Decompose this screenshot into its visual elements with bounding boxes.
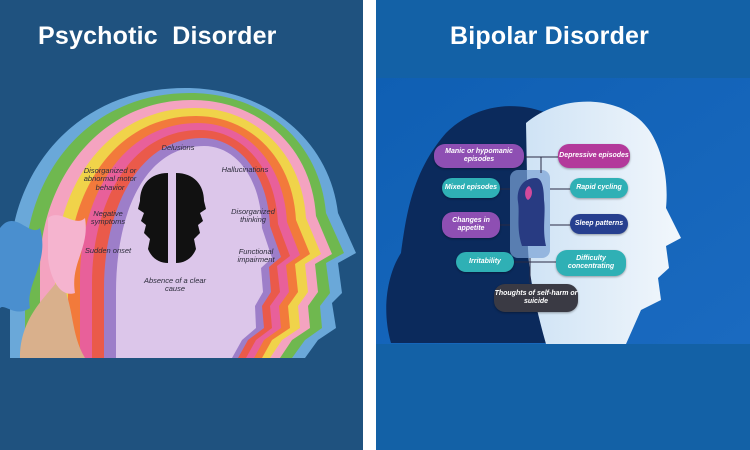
pill-depressive-episodes: Depressive episodes (558, 144, 630, 168)
pill-self-harm-thoughts: Thoughts of self-harm or suicide (494, 284, 578, 312)
layered-heads-icon (0, 78, 363, 358)
pill-irritability: Irritability (456, 252, 514, 272)
psychotic-disorder-panel: Psychotic Disorder Delusions Hal (0, 0, 363, 450)
psychotic-disorder-title: Psychotic Disorder (38, 22, 277, 50)
label-delusions: Delusions (161, 143, 195, 152)
pill-sleep-patterns: Sleep patterns (570, 214, 628, 234)
two-faces-symbol (138, 173, 206, 263)
label-negative-symptoms: Negative symptoms (90, 209, 126, 227)
pill-changes-in-appetite: Changes in appetite (442, 212, 500, 238)
label-absence-of-cause: Absence of a clear cause (143, 276, 207, 294)
pill-mixed-episodes: Mixed episodes (442, 178, 500, 198)
label-functional-impairment: Functional impairment (237, 247, 275, 265)
bipolar-disorder-title: Bipolar Disorder (450, 22, 650, 50)
psychotic-heads-illustration: Delusions Hallucinations Disorganized or… (0, 78, 363, 358)
bipolar-heads-illustration: Manic or hypomanic episodes Depressive e… (376, 78, 750, 344)
bipolar-disorder-panel: Bipolar Disorder (376, 0, 750, 450)
woman-profile-figure (510, 170, 550, 258)
label-hallucinations: Hallucinations (221, 165, 269, 174)
label-disorganized-thinking: Disorganized thinking (231, 207, 275, 225)
pill-difficulty-concentrating: Difficulty concentrating (556, 250, 626, 276)
pill-rapid-cycling: Rapid cycling (570, 178, 628, 198)
label-motor-behavior: Disorganized or abnormal motor behavior (83, 166, 137, 192)
pill-manic-episodes: Manic or hypomanic episodes (434, 144, 524, 168)
label-sudden-onset: Sudden onset (84, 246, 132, 255)
